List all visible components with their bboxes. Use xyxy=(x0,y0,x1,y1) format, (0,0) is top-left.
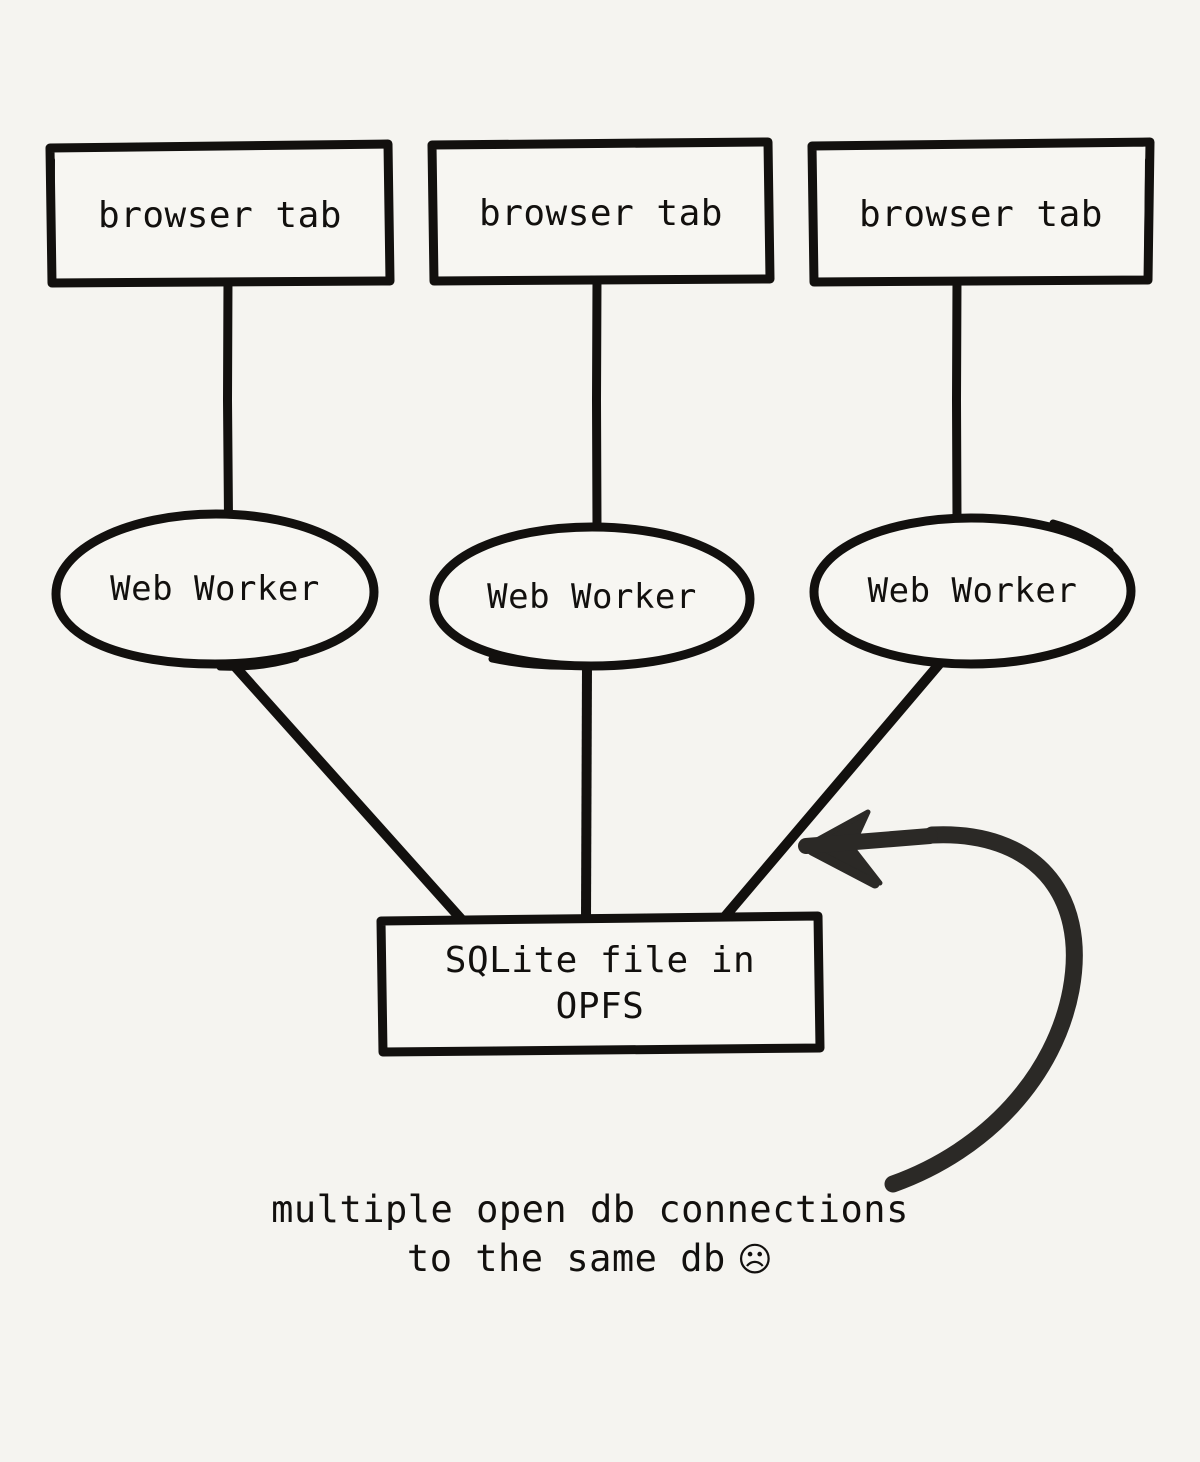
annotation-caption-line-2: to the same db xyxy=(406,1236,726,1280)
annotation-caption: multiple open db connections to the same… xyxy=(150,1186,1030,1284)
edge-tab-1-to-worker-1 xyxy=(222,277,233,520)
web-worker-ellipse-2-overstroke xyxy=(488,655,584,670)
annotation-caption-line-2-wrap: to the same db ☹ xyxy=(150,1235,1030,1284)
edge-tab-2-to-worker-2 xyxy=(591,277,602,528)
browser-tab-box-3[interactable] xyxy=(807,137,1155,287)
browser-tab-box-2-overstroke xyxy=(765,157,772,275)
web-worker-ellipse-1-overstroke xyxy=(216,654,300,671)
annotation-curved-arrow-head-tip xyxy=(798,828,938,854)
edge-worker-2-to-store xyxy=(581,663,592,921)
web-worker-ellipse-3-overstroke xyxy=(1049,519,1114,555)
edge-worker-3-to-store xyxy=(718,658,945,924)
annotation-curved-arrow-shaft xyxy=(884,826,1083,1193)
browser-tab-box-1-overstroke xyxy=(48,157,55,278)
browser-tab-box-1[interactable] xyxy=(45,139,395,288)
annotation-caption-line-1: multiple open db connections xyxy=(271,1188,909,1231)
sqlite-store-box[interactable] xyxy=(376,911,825,1057)
browser-tab-box-2[interactable] xyxy=(427,137,775,286)
edge-tab-3-to-worker-3 xyxy=(951,277,962,521)
web-worker-ellipse-2[interactable] xyxy=(429,522,755,671)
web-worker-ellipse-1[interactable] xyxy=(51,509,379,669)
frowning-face-emoji: ☹ xyxy=(725,1239,774,1280)
edge-worker-1-to-store xyxy=(227,658,466,924)
browser-tab-box-3-overstroke xyxy=(1144,157,1151,275)
web-worker-ellipse-3[interactable] xyxy=(809,513,1136,669)
annotation-curved-arrow-head-barb xyxy=(807,846,880,889)
sqlite-store-box-overstroke xyxy=(815,932,822,1043)
